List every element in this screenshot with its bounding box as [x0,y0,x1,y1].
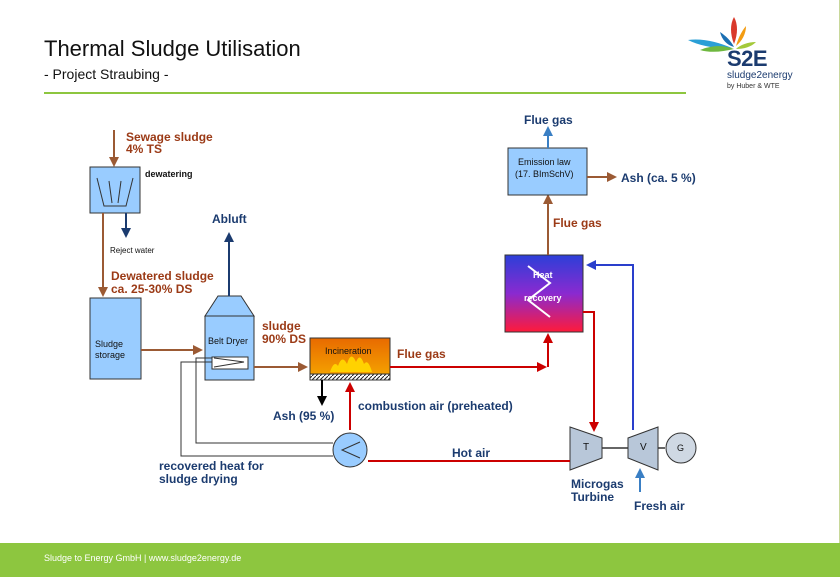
compressor [627,426,659,471]
sludge-storage-label: Sludge [95,339,124,349]
ash-95-label: Ash (95 %) [273,409,335,423]
heat-recovery-label: Heat [533,270,553,280]
compressor-label: V [640,442,647,453]
dewatered-sludge-ds-label: ca. 25-30% DS [111,282,193,296]
emission-law-label: Emission law [518,157,571,167]
incineration-label: Incineration [325,346,372,356]
generator [665,432,697,464]
belt-dryer-label: Belt Dryer [208,336,249,346]
flue-gas-exhaust-label: Flue gas [524,113,573,127]
recovered-heat-label: recovered heat for [159,459,264,473]
sludge-storage-tank [89,297,142,380]
dewatering-label: dewatering [145,169,193,179]
flue-gas-incin-label: Flue gas [397,347,446,361]
turbine [569,426,603,471]
logo-brand: S2E [727,46,768,71]
heat-recovery-label-2: recovery [524,293,562,303]
emission-treatment-unit [507,147,588,196]
recovered-heat-label-2: sludge drying [159,472,238,486]
turbine-label: T [583,442,590,453]
sewage-sludge-ts-label: 4% TS [126,142,163,156]
page-subtitle: - Project Straubing - [44,66,169,82]
footer-text: Sludge to Energy GmbH | www.sludge2energ… [44,553,242,563]
recovered-heat-loop [195,357,333,444]
belt-dryer [204,315,255,381]
reject-water-label: Reject water [110,246,155,255]
heat-recovery-unit [504,254,584,333]
generator-label: G [677,443,685,453]
microgas-turbine-label: Microgas [571,477,624,491]
sludge-ds-label: 90% DS [262,332,307,346]
dewatered-sludge-label: Dewatered sludge [111,269,214,283]
hot-air-label: Hot air [452,446,491,460]
fresh-air-label: Fresh air [634,499,685,513]
abluft-label: Abluft [212,212,247,226]
sewage-sludge-label: Sewage sludge [126,130,213,144]
ash-5-label: Ash (ca. 5 %) [621,171,696,185]
emission-law-ref-label: (17. BImSchV) [515,169,574,179]
page-title: Thermal Sludge Utilisation [44,36,301,61]
hot-gas-to-turbine-arrow [583,311,599,432]
compressed-air-arrow [586,260,634,430]
sludge-storage-label-2: storage [95,350,126,360]
footer-bar: Sludge to Energy GmbH | www.sludge2energ… [0,543,840,577]
flue-gas-heat-label: Flue gas [553,216,602,230]
logo-name: sludge2energy [727,70,793,81]
belt-dryer-hood [204,295,255,317]
combustion-air-label: combustion air (preheated) [358,399,513,413]
title-divider [44,92,686,94]
s2e-logo: S2E sludge2energy by Huber & WTE [686,12,816,102]
sludge-label: sludge [262,319,301,333]
leaf-mark-icon [688,17,756,52]
microgas-turbine-label-2: Turbine [571,490,615,504]
dewatering-unit [89,166,141,214]
logo-byline: by Huber & WTE [727,83,780,90]
air-heat-exchanger [332,432,368,468]
